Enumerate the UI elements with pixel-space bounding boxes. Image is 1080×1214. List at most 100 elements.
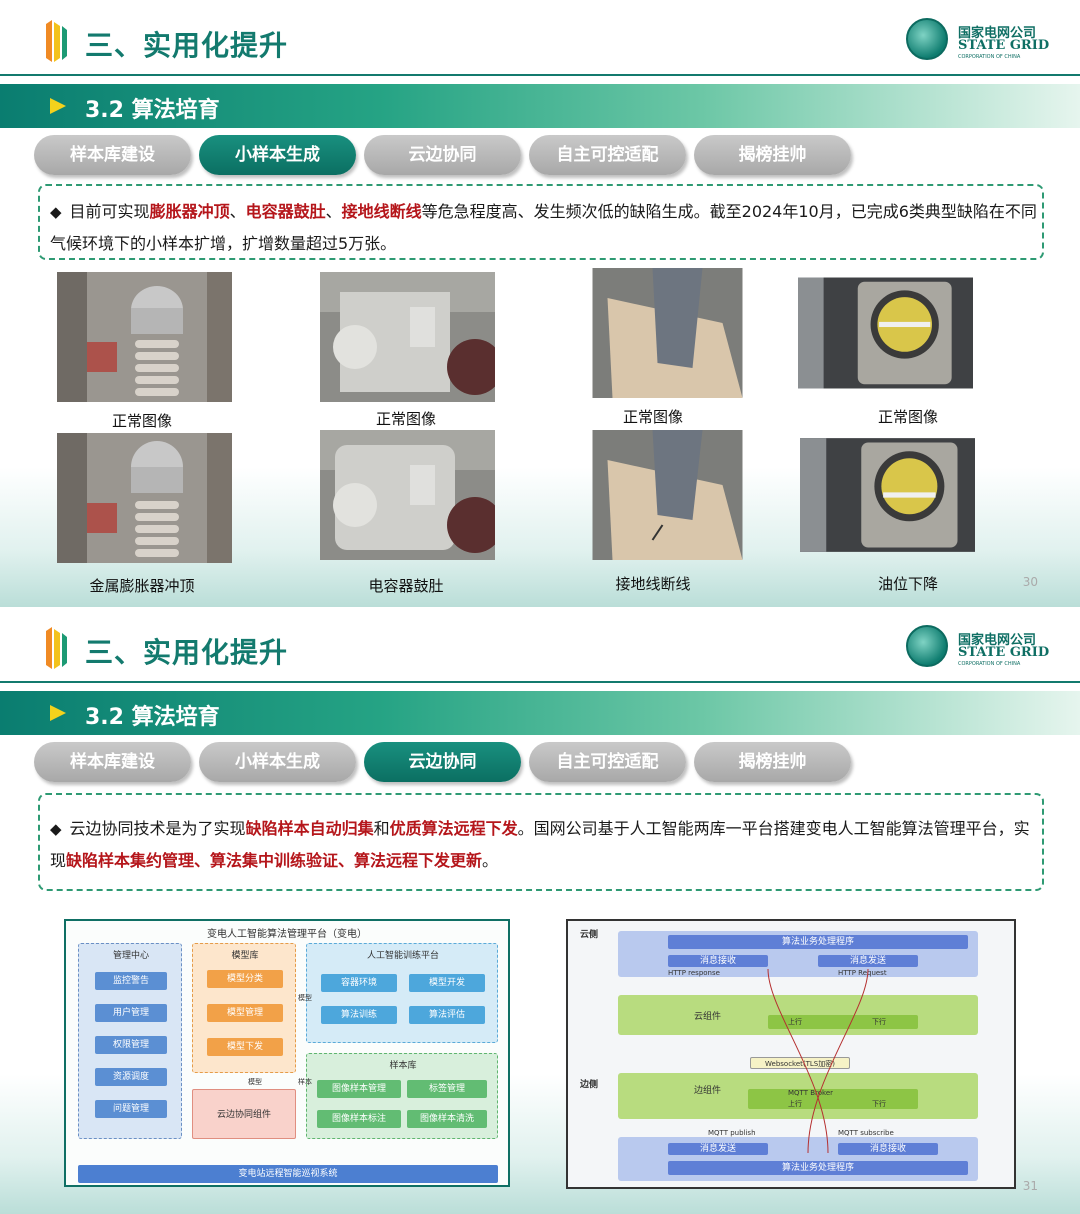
cloud-app-bar: 算法业务处理程序 xyxy=(668,935,968,949)
bars-logo-icon xyxy=(46,20,67,62)
tab-sample-library[interactable]: 样本库建设 xyxy=(34,742,191,782)
cloud-recv: 消息接收 xyxy=(668,955,768,967)
tab-open-competition[interactable]: 揭榜挂帅 xyxy=(694,742,851,782)
cloud-component-label: 云组件 xyxy=(694,1012,722,1022)
caption-normal-2: 正常图像 xyxy=(375,410,436,428)
mgmt-item: 用户管理 xyxy=(95,1004,167,1022)
panel-title: 样本库 xyxy=(389,1061,417,1071)
sample-item: 图像样本清洗 xyxy=(407,1110,487,1128)
page-title: 三、实用化提升 xyxy=(85,636,289,669)
edge-app-bar: 算法业务处理程序 xyxy=(668,1161,968,1175)
photo-ground-wire-defect xyxy=(592,430,743,560)
brand-logo: 国家电网公司 STATE GRID CORPORATION OF CHINA xyxy=(906,623,1050,673)
tab-small-sample-generation[interactable]: 小样本生成 xyxy=(199,742,356,782)
desc-part: 、 xyxy=(325,202,342,221)
desc-highlight: 缺陷样本自动归集 xyxy=(245,819,374,838)
data-flow-arrows xyxy=(767,968,869,1154)
caption-capacitor-defect: 电容器鼓肚 xyxy=(368,577,444,595)
tab-open-competition[interactable]: 揭榜挂帅 xyxy=(694,135,851,175)
websocket-label: Websocket(TLS加密) xyxy=(750,1057,850,1069)
up-label: 上行 xyxy=(788,1018,802,1026)
brand-subtitle: CORPORATION OF CHINA xyxy=(958,54,1021,60)
tab-autonomous-adaptation[interactable]: 自主可控适配 xyxy=(529,742,686,782)
mqtt-subscribe-label: MQTT subscribe xyxy=(838,1129,894,1137)
photo-oil-level-defect xyxy=(800,438,975,552)
caption-oil-level-defect: 油位下降 xyxy=(877,575,938,593)
desc-part: 、 xyxy=(229,202,246,221)
inspection-system-bar: 变电站远程智能巡视系统 xyxy=(78,1165,498,1183)
desc-highlight: 接地线断线 xyxy=(341,202,422,221)
diamond-bullet-icon: ◆ xyxy=(50,203,62,221)
photo-expander-defect xyxy=(57,433,232,563)
sample-library-panel: 样本库 图像样本管理 标签管理 图像样本标注 图像样本清洗 xyxy=(306,1053,498,1139)
tab-small-sample-generation[interactable]: 小样本生成 xyxy=(199,135,356,175)
sample-item: 图像样本管理 xyxy=(317,1080,401,1098)
photo-capacitor-defect xyxy=(320,430,495,560)
description-text: ◆目前可实现膨胀器冲顶、电容器鼓肚、接地线断线等危急程度高、发生频次低的缺陷生成… xyxy=(50,196,1038,259)
http-request-label: HTTP Request xyxy=(838,969,887,977)
train-item: 容器环境 xyxy=(321,974,397,992)
brand-subtitle: CORPORATION OF CHINA xyxy=(958,661,1021,667)
description-box: ◆云边协同技术是为了实现缺陷样本自动归集和优质算法远程下发。国网公司基于人工智能… xyxy=(38,793,1044,891)
down-label: 下行 xyxy=(872,1100,886,1108)
edge-component-panel: 边组件 MQTT Broker 上行 下行 xyxy=(618,1073,978,1119)
train-item: 算法训练 xyxy=(321,1006,397,1024)
divider xyxy=(0,681,1080,683)
cloud-edge-component: 云边协同组件 xyxy=(192,1089,296,1139)
model-item: 模型下发 xyxy=(207,1038,283,1056)
description-text: ◆云边协同技术是为了实现缺陷样本自动归集和优质算法远程下发。国网公司基于人工智能… xyxy=(50,813,1038,876)
edge-component-label: 边组件 xyxy=(694,1086,722,1096)
brand-logo: 国家电网公司 STATE GRID CORPORATION OF CHINA xyxy=(906,16,1049,66)
photo-oil-level-normal xyxy=(798,277,973,389)
mgmt-item: 问题管理 xyxy=(95,1100,167,1118)
bars-logo-icon xyxy=(46,627,67,669)
up-label: 上行 xyxy=(788,1100,802,1108)
desc-part: 等危急程度高、发生频次低的缺陷生成。截至2024年10月，已完成6类典型缺陷在不… xyxy=(50,202,1037,253)
cloud-edge-architecture-diagram: 云侧 算法业务处理程序 消息接收 消息发送 HTTP response HTTP… xyxy=(566,919,1016,1189)
caption-normal-1: 正常图像 xyxy=(111,412,172,430)
desc-highlight: 缺陷样本集约管理、算法集中训练验证、算法远程下发更新 xyxy=(66,851,483,870)
brand-name-zh: 国家电网公司 xyxy=(958,26,1037,41)
model-item: 模型管理 xyxy=(207,1004,283,1022)
page-title: 三、实用化提升 xyxy=(85,29,289,62)
mqtt-broker-label: MQTT Broker xyxy=(788,1089,834,1097)
train-item: 算法评估 xyxy=(409,1006,485,1024)
play-arrow-icon xyxy=(50,98,66,114)
section-header: 3.2 算法培育 xyxy=(0,691,1080,735)
sample-item: 图像样本标注 xyxy=(317,1110,401,1128)
tab-cloud-edge[interactable]: 云边协同 xyxy=(364,742,521,782)
caption-ground-wire-defect: 接地线断线 xyxy=(615,575,691,593)
http-response-label: HTTP response xyxy=(668,969,720,977)
tab-cloud-edge[interactable]: 云边协同 xyxy=(364,135,521,175)
section-title: 3.2 算法培育 xyxy=(85,98,220,123)
down-label: 下行 xyxy=(872,1018,886,1026)
tab-autonomous-adaptation[interactable]: 自主可控适配 xyxy=(529,135,686,175)
edge-app-panel: 消息发送 消息接收 算法业务处理程序 xyxy=(618,1137,978,1181)
cloud-component-panel: 云组件 上行 下行 xyxy=(618,995,978,1035)
edge-recv: 消息接收 xyxy=(838,1143,938,1155)
caption-expander-defect: 金属膨胀器冲顶 xyxy=(89,577,195,595)
photo-expander-normal xyxy=(57,272,232,402)
description-box: ◆目前可实现膨胀器冲顶、电容器鼓肚、接地线断线等危急程度高、发生频次低的缺陷生成… xyxy=(38,184,1044,260)
platform-architecture-diagram: 变电人工智能算法管理平台（变电） 管理中心 监控警告 用户管理 权限管理 资源调… xyxy=(64,919,510,1187)
desc-part: 和 xyxy=(373,819,390,838)
caption-normal-3: 正常图像 xyxy=(622,408,683,426)
title-bar: 三、实用化提升 国家电网公司 STATE GRID CORPORATION OF… xyxy=(0,0,1080,78)
brand-name-zh: 国家电网公司 xyxy=(958,633,1037,648)
tab-sample-library[interactable]: 样本库建设 xyxy=(34,135,191,175)
edge-send: 消息发送 xyxy=(668,1143,768,1155)
model-library-panel: 模型库 模型分类 模型管理 模型下发 xyxy=(192,943,296,1073)
brand-name-en: STATE GRID xyxy=(958,645,1050,660)
cloud-app-panel: 算法业务处理程序 消息接收 消息发送 HTTP response HTTP Re… xyxy=(618,931,978,977)
desc-part: 云边协同技术是为了实现 xyxy=(69,819,246,838)
globe-icon xyxy=(906,18,948,60)
play-arrow-icon xyxy=(50,705,66,721)
desc-highlight: 膨胀器冲顶 xyxy=(149,202,230,221)
arrow-label: 模型 xyxy=(298,994,312,1002)
photo-capacitor-normal xyxy=(320,272,495,402)
slide-2: 三、实用化提升 国家电网公司 STATE GRID CORPORATION OF… xyxy=(0,607,1080,1214)
desc-part: 。 xyxy=(482,851,499,870)
mgmt-item: 监控警告 xyxy=(95,972,167,990)
panel-title: 人工智能训练平台 xyxy=(366,951,439,961)
section-header: 3.2 算法培育 xyxy=(0,84,1080,128)
